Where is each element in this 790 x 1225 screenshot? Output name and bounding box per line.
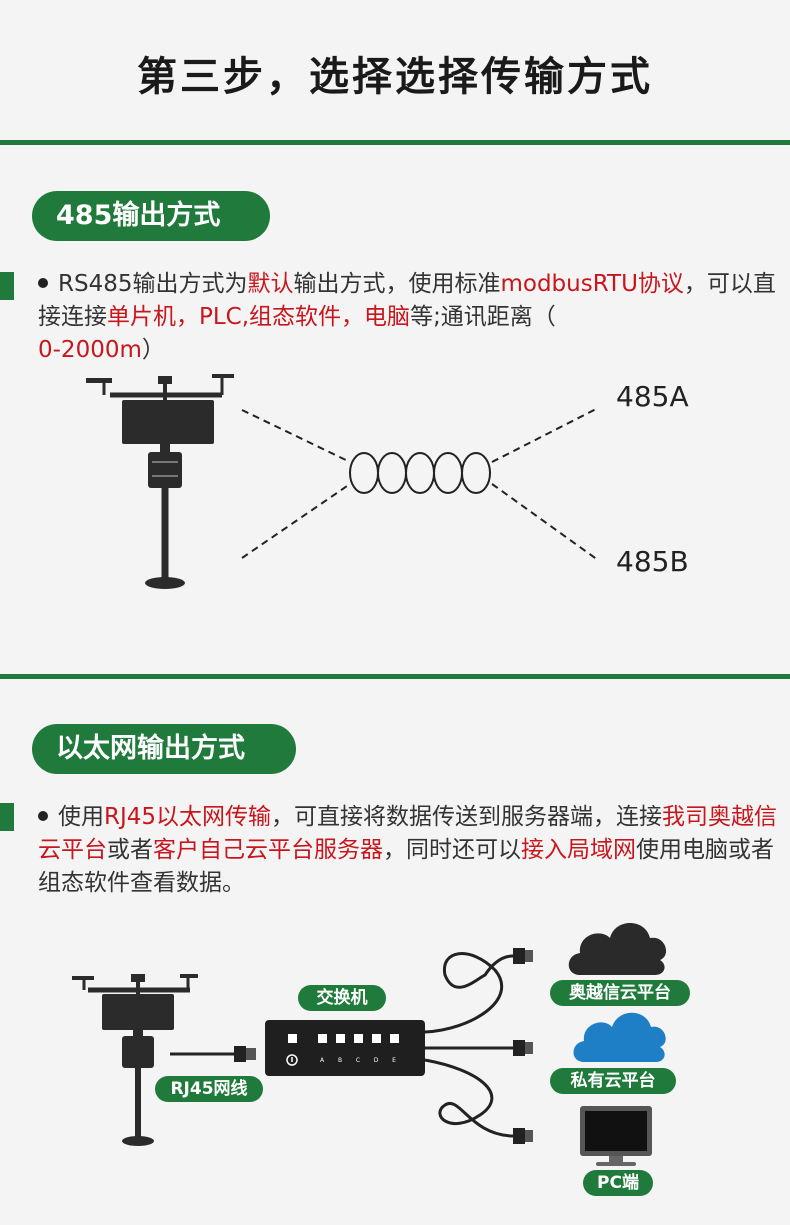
highlight-text: 我司奥越信云平台	[38, 804, 778, 863]
text-segment: 输出方式，使用标准	[293, 271, 501, 297]
rj45-connector-icon	[513, 948, 533, 1144]
label-485a: 485A	[616, 380, 689, 413]
page-title: 第三步，选择选择传输方式	[137, 54, 653, 100]
section-ethernet-description: 使用RJ45以太网传输，可直接将数据传送到服务器端，连接我司奥越信云平台或者客户…	[38, 801, 784, 900]
text-segment: 或者	[107, 837, 153, 863]
text-segment: 使用	[58, 804, 104, 830]
cloud2-label: 私有云平台	[550, 1068, 676, 1094]
section-ethernet-pill: 以太网输出方式	[32, 724, 296, 774]
text-segment: ，可直接将数据传送到服务器端，连接	[271, 804, 663, 830]
highlight-text: 默认	[247, 271, 294, 297]
port-letter: B	[338, 1057, 342, 1064]
highlight-text: 单片机，PLC,组态软件，电脑	[107, 304, 411, 330]
network-switch-icon: A B C D E	[265, 1020, 425, 1076]
section-divider	[0, 140, 790, 145]
cloud-icon	[568, 923, 667, 975]
highlight-text: 客户自己云平台服务器	[153, 837, 383, 863]
highlight-text: 接入局域网	[521, 837, 636, 863]
rj45-cable	[170, 1046, 256, 1062]
weather-station-icon	[86, 374, 234, 589]
bullet-dot	[38, 810, 48, 821]
section-485-description: RS485输出方式为默认输出方式，使用标准modbusRTU协议，可以直接连接单…	[38, 268, 784, 367]
port-letter: A	[320, 1057, 325, 1064]
text-segment: RS485输出方式为	[58, 271, 248, 297]
label-485b: 485B	[616, 545, 689, 578]
cable-label: RJ45网线	[155, 1076, 263, 1102]
weather-station-icon	[72, 974, 198, 1146]
text-segment: 等;通讯距离（	[410, 304, 556, 330]
bullet-dot	[38, 277, 48, 288]
text-segment: ，可以直接连接	[38, 271, 776, 330]
port-letter: C	[356, 1057, 360, 1064]
switch-label: 交换机	[298, 985, 386, 1011]
port-letter: E	[392, 1057, 396, 1064]
cloud1-label: 奥越信云平台	[550, 980, 690, 1006]
text-segment: 使用电脑或者组态软件查看数据。	[38, 837, 774, 896]
section-divider	[0, 674, 790, 679]
pc-monitor-icon	[580, 1106, 652, 1166]
highlight-text: RJ45以太网传输	[104, 804, 272, 830]
highlight-text: 0-2000m	[38, 337, 142, 363]
text-segment: ，同时还可以	[383, 837, 521, 863]
text-segment: ）	[141, 337, 165, 363]
bullet-marker	[0, 803, 14, 831]
port-letter: D	[374, 1057, 379, 1064]
header-area: 第三步，选择选择传输方式	[0, 0, 790, 142]
bullet-marker	[0, 272, 14, 300]
highlight-text: modbusRTU协议	[500, 271, 684, 297]
pc-label: PC端	[583, 1170, 653, 1196]
section-485-pill: 485输出方式	[32, 191, 270, 241]
output-cables	[424, 952, 514, 1138]
twisted-pair-cable	[241, 407, 599, 561]
cloud-icon	[573, 1012, 666, 1062]
